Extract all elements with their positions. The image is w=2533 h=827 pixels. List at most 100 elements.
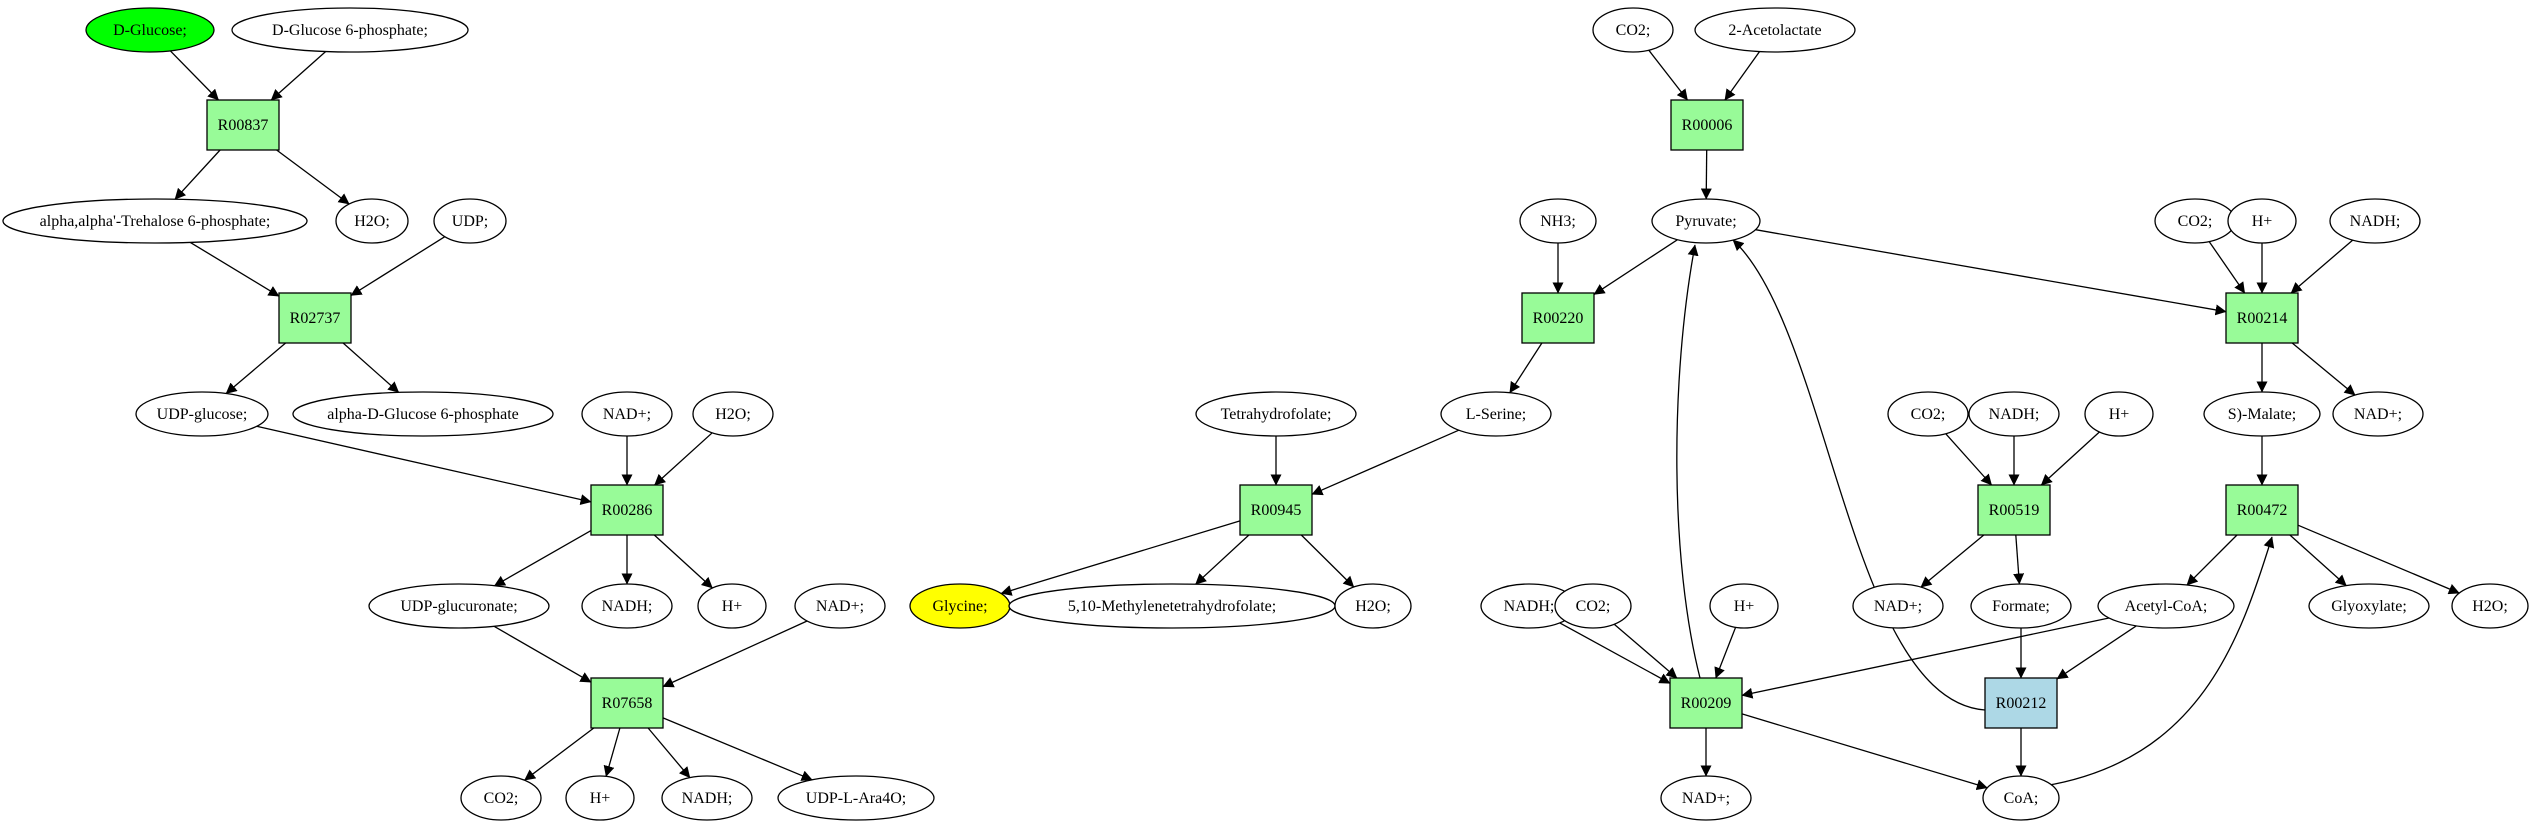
reaction-node-r_R00286: R00286 (590, 484, 664, 536)
node-label: R00945 (1251, 502, 1302, 519)
edge-r_R00945-to-c_h2o_3 (1300, 534, 1355, 588)
edge-c_coa-to-r_R00472 (2043, 536, 2275, 787)
reaction-node-r_R00209: R00209 (1669, 677, 1743, 729)
compound-node-c_co2_3: CO2; (2154, 198, 2236, 244)
edge-c_hplus_5-to-r_R00209 (1714, 627, 1737, 679)
edge-c_nadh_5-to-r_R00209 (1559, 622, 1671, 684)
node-shape (2097, 583, 2235, 629)
node-shape (1968, 391, 2060, 437)
compound-node-c_h2o_4: H2O; (2451, 583, 2529, 629)
node-label: L-Serine; (1466, 406, 1526, 423)
node-shape (433, 198, 507, 244)
node-label: CO2; (484, 790, 519, 807)
reaction-node-r_R00212: R00212 (1984, 677, 2058, 729)
node-label: NH3; (1540, 213, 1576, 230)
node-label: R00220 (1533, 310, 1584, 327)
edge-r_R00286-to-c_udpglucuronate (493, 530, 592, 587)
edge-r_R00006-to-c_pyruvate (1700, 149, 1712, 200)
compound-node-c_udpglucuronate: UDP-glucuronate; (368, 583, 550, 629)
edge-r_R02737-to-c_adg6p (342, 342, 400, 393)
node-label: NAD+; (603, 406, 651, 423)
node-shape (292, 391, 554, 437)
edge-c_lserine-to-r_R00945 (1311, 429, 1460, 496)
compound-node-c_hplus_1: H+ (697, 583, 767, 629)
node-shape (1195, 391, 1357, 437)
edge-c_nadh_3-to-r_R00214 (2290, 239, 2354, 294)
node-shape (85, 7, 215, 53)
edge-r_R00519-to-c_nadp_4 (1920, 534, 1985, 588)
node-shape (335, 198, 409, 244)
node-label: Pyruvate; (1675, 213, 1736, 230)
node-label: R00209 (1681, 695, 1732, 712)
edge-r_R00472-to-c_glyoxylate (2289, 534, 2347, 587)
node-shape (460, 775, 542, 821)
reaction-node-r_R02737: R02737 (278, 292, 352, 344)
node-label: NADH; (2350, 213, 2401, 230)
node-label: H2O; (2472, 598, 2508, 615)
node-shape (590, 677, 664, 729)
node-label: H+ (2252, 213, 2273, 230)
node-label: 5,10-Methylenetetrahydrofolate; (1068, 598, 1276, 615)
edge-r_R00519-to-c_formate (2013, 534, 2025, 585)
reaction-node-r_R00214: R00214 (2225, 292, 2299, 344)
node-shape (1852, 583, 1944, 629)
compound-node-c_udpglucose: UDP-glucose; (135, 391, 269, 437)
node-label: R00472 (2237, 502, 2288, 519)
node-label: H2O; (715, 406, 751, 423)
edge-c_co2_3-to-r_R00214 (2208, 241, 2246, 294)
edge-r_R00212-to-c_pyruvate (1732, 239, 1986, 711)
node-shape (1592, 7, 1674, 53)
compound-node-c_methylthf: 5,10-Methylenetetrahydrofolate; (1008, 583, 1336, 629)
node-label: R00286 (602, 502, 653, 519)
reaction-node-r_R00220: R00220 (1521, 292, 1595, 344)
reaction-node-r_R00837: R00837 (206, 99, 280, 151)
node-label: H2O; (1355, 598, 1391, 615)
edge-c_acetolactate-to-r_R00006 (1724, 51, 1761, 101)
node-label: Glyoxylate; (2331, 598, 2407, 615)
node-shape (135, 391, 269, 437)
node-label: CO2; (1911, 406, 1946, 423)
edge-c_trehalose6p-to-r_R02737 (189, 241, 280, 297)
edge-c_pyruvate-to-r_R00220 (1593, 239, 1678, 295)
edge-r_R00214-to-c_nadp_3 (2291, 342, 2356, 396)
edge-r_R00837-to-c_trehalose6p (174, 149, 221, 200)
node-label: alpha,alpha'-Trehalose 6-phosphate; (40, 213, 271, 230)
compound-node-c_hplus_5: H+ (1709, 583, 1779, 629)
node-shape (692, 391, 774, 437)
compound-node-c_co2_5: CO2; (1554, 583, 1632, 629)
edge-c_co2_4-to-r_R00519 (1945, 433, 1993, 486)
node-label: NADH; (602, 598, 653, 615)
edge-r_R00220-to-c_lserine (1509, 342, 1543, 394)
node-label: alpha-D-Glucose 6-phosphate (327, 406, 519, 423)
reaction-node-r_R00006: R00006 (1670, 99, 1744, 151)
edge-c_acetylcoa-to-r_R00212 (2056, 625, 2137, 680)
node-label: NAD+; (2354, 406, 2402, 423)
node-shape (794, 583, 886, 629)
node-label: H2O; (354, 213, 390, 230)
compound-node-c_h2o_3: H2O; (1334, 583, 1412, 629)
compound-node-c_dglucose: D-Glucose; (85, 7, 215, 53)
node-label: H+ (590, 790, 611, 807)
edge-r_R00945-to-c_glycine (1000, 520, 1241, 596)
node-label: UDP; (452, 213, 488, 230)
edge-r_R00209-to-c_coa (1741, 713, 1988, 791)
edge-r_R02737-to-c_udpglucose (225, 342, 287, 394)
reaction-node-r_R00472: R00472 (2225, 484, 2299, 536)
compound-node-c_nadh_2: NADH; (661, 775, 753, 821)
nodes-layer: D-Glucose; D-Glucose 6-phosphate; R00837 al… (2, 7, 2529, 821)
compound-node-c_dg6p: D-Glucose 6-phosphate; (231, 7, 469, 53)
node-shape (1334, 583, 1412, 629)
node-shape (1694, 7, 1856, 53)
compound-node-c_nadh_3: NADH; (2329, 198, 2421, 244)
node-shape (1887, 391, 1969, 437)
node-label: Formate; (1992, 598, 2050, 615)
node-label: CO2; (2178, 213, 2213, 230)
node-shape (1440, 391, 1552, 437)
node-shape (1554, 583, 1632, 629)
edge-r_R00472-to-c_acetylcoa (2186, 534, 2238, 586)
node-label: UDP-L-Ara4O; (806, 790, 906, 807)
edge-r_R00837-to-c_h2o_1 (276, 149, 350, 205)
node-label: CO2; (1576, 598, 1611, 615)
node-shape (368, 583, 550, 629)
